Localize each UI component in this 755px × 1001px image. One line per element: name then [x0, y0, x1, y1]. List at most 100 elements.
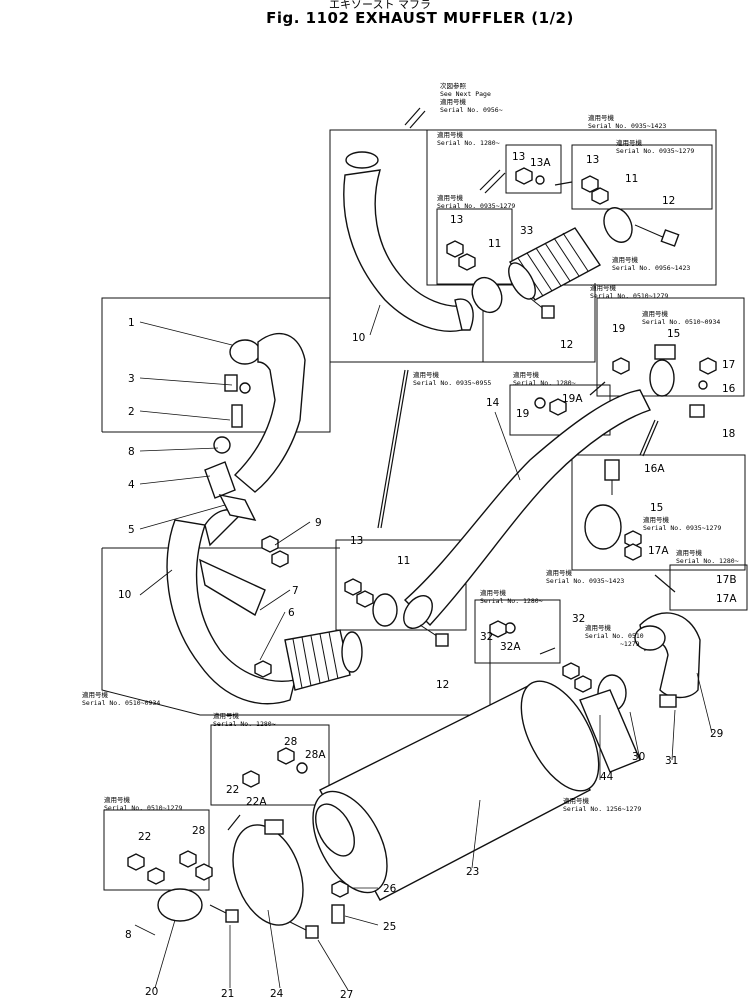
callout-27: 27 [340, 989, 353, 1001]
callout-6: 6 [288, 607, 295, 619]
callout-22: 22 [226, 784, 239, 796]
callout-13: 13 [586, 154, 599, 166]
callout-17a: 17A [648, 545, 669, 557]
note-apply-jp: 適用号機 [413, 370, 440, 379]
callout-14: 14 [486, 397, 500, 409]
callout-12: 12 [662, 195, 675, 207]
brackets-left [199, 374, 289, 678]
callout-13a: 13A [530, 157, 551, 169]
frame-lines [101, 129, 717, 716]
callout-20: 20 [145, 986, 158, 998]
bolt-12-upper [529, 224, 680, 319]
note-apply-jp: 適用号機 [104, 795, 131, 804]
note-serial: Serial No. 0510~1279 [104, 804, 182, 812]
callout-33: 33 [520, 225, 533, 237]
callout-5: 5 [128, 524, 135, 536]
clamp-16a [584, 459, 642, 561]
note-next-page: See Next Page [440, 90, 491, 98]
callout-1: 1 [128, 317, 135, 329]
note-serial: Serial No. 0510~0934 [82, 699, 160, 707]
note-next-page-jp: 次図参照 [440, 81, 467, 90]
callout-17: 17 [722, 359, 735, 371]
note-serial: Serial No. 0935~1279 [437, 202, 515, 210]
callout-29: 29 [710, 728, 723, 740]
tail-pipe-14 [403, 389, 651, 629]
note-apply-jp: 適用号機 [616, 138, 643, 147]
callout-28a: 28A [305, 749, 326, 761]
note-apply-jp: 適用号機 [676, 548, 703, 557]
muffler-23 [312, 680, 641, 901]
callout-13: 13 [512, 151, 525, 163]
note-apply-jp: 適用号機 [480, 588, 507, 597]
box-13-13a [505, 144, 562, 194]
note-serial: Serial No. 1280~ [213, 720, 276, 728]
box-19-15 [596, 297, 745, 397]
callout-12: 12 [560, 339, 573, 351]
page-title: Fig. 1102 EXHAUST MUFFLER (1/2) [266, 9, 574, 27]
note-apply-jp: 適用号機 [643, 515, 670, 524]
note-apply-jp: 適用号機 [642, 309, 669, 318]
callout-11: 11 [625, 173, 638, 185]
note-serial: Serial No. 0935~1423 [588, 122, 666, 130]
clamp-middle [344, 578, 449, 647]
callout-21: 21 [221, 988, 234, 1000]
nuts-upper [446, 167, 609, 271]
bellows-33 [508, 227, 602, 301]
clamp-15 [534, 344, 717, 418]
callout-32: 32 [480, 631, 493, 643]
callout-15: 15 [650, 502, 663, 514]
callout-11: 11 [488, 238, 501, 250]
note-serial: Serial No. 0956~ [440, 106, 503, 114]
callout-26: 26 [383, 883, 397, 895]
note-apply-jp: 適用号機 [437, 193, 464, 202]
note-apply-jp: 適用号機 [585, 623, 612, 632]
clamp-11-b [603, 207, 633, 243]
note-apply-jp: 適用号機 [513, 370, 540, 379]
callouts: 1 3 2 8 4 5 9 10 7 6 10 13 13A 13 11 12 … [118, 151, 737, 1001]
pipe-1 [229, 332, 306, 493]
callout-44: 44 [600, 771, 614, 783]
callout-22: 22 [138, 831, 151, 843]
elbow-29 [634, 612, 701, 699]
callout-22a: 22A [246, 796, 267, 808]
note-apply-jp: 適用号機 [563, 796, 590, 805]
callout-15: 15 [667, 328, 680, 340]
serial-notes: 次図参照 See Next Page 適用号機 Serial No. 0956~… [82, 81, 739, 813]
callout-18: 18 [722, 428, 735, 440]
callout-16a: 16A [644, 463, 665, 475]
callout-30: 30 [632, 751, 645, 763]
callout-8: 8 [128, 446, 135, 458]
note-serial: Serial No. 1280~ [676, 557, 739, 565]
callout-7: 7 [292, 585, 299, 597]
callout-19: 19 [612, 323, 625, 335]
note-serial: Serial No. 1280~ [513, 379, 576, 387]
note-apply-jp: 適用号機 [590, 283, 617, 292]
note-serial: Serial No. 1256~1279 [563, 805, 641, 813]
note-serial: Serial No. 0935~1279 [616, 147, 694, 155]
callout-3: 3 [128, 373, 135, 385]
note-serial: Serial No. 0510 [585, 632, 644, 640]
elbow-pipe-upper [343, 151, 474, 332]
note-apply-jp: 適用号機 [546, 568, 573, 577]
callout-31: 31 [665, 755, 678, 767]
box-32 [474, 599, 561, 664]
callout-4: 4 [128, 479, 135, 491]
note-serial: Serial No. 0935~0955 [413, 379, 491, 387]
callout-19: 19 [516, 408, 529, 420]
callout-11: 11 [397, 555, 410, 567]
muffler-band-24 [127, 747, 349, 939]
callout-12: 12 [436, 679, 449, 691]
box-336 [335, 539, 467, 631]
box-22-28 [103, 809, 210, 891]
callout-10: 10 [352, 332, 365, 344]
callout-2: 2 [128, 406, 135, 418]
note-serial: Serial No. 0935~1423 [546, 577, 624, 585]
callout-10: 10 [118, 589, 131, 601]
note-serial: Serial No. 0935~1279 [643, 524, 721, 532]
note-apply-jp: 適用号機 [440, 97, 467, 106]
callout-32: 32 [572, 613, 585, 625]
callout-17b: 17B [716, 574, 737, 586]
header-japanese: エキゾースト マフラ [329, 0, 431, 11]
note-apply-jp: 適用号機 [437, 130, 464, 139]
